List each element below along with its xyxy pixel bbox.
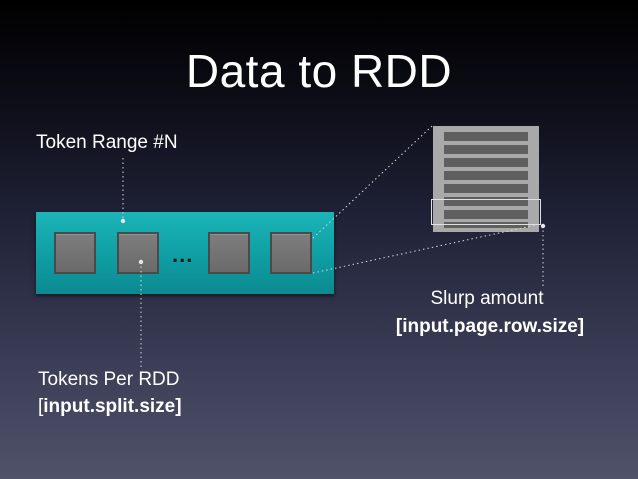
split-size-text: input.split.size] <box>43 396 182 417</box>
page-row <box>444 132 528 141</box>
ellipsis-text: ... <box>172 242 194 267</box>
slurp-highlight-box <box>431 199 541 225</box>
page-row <box>444 210 528 219</box>
page-row <box>444 197 528 206</box>
page-row <box>444 158 528 167</box>
token-block <box>117 232 159 274</box>
page-row-size-param: [input.page.row.size] <box>395 316 585 337</box>
split-size-open-bracket: [ <box>38 396 44 417</box>
page-row <box>444 184 528 193</box>
slurp-dot <box>540 223 546 229</box>
token-range-label: Token Range #N <box>36 132 178 153</box>
slurp-amount-label: Slurp amount <box>430 288 544 309</box>
token-block <box>208 232 250 274</box>
tokens-per-rdd-label: Tokens Per RDD <box>38 369 180 390</box>
token-block <box>54 232 96 274</box>
split-size-param: [input.split.size] <box>38 396 182 418</box>
token-block <box>270 232 312 274</box>
page-row <box>444 171 528 180</box>
page-row <box>444 145 528 154</box>
slide-title: Data to RDD <box>185 45 453 97</box>
